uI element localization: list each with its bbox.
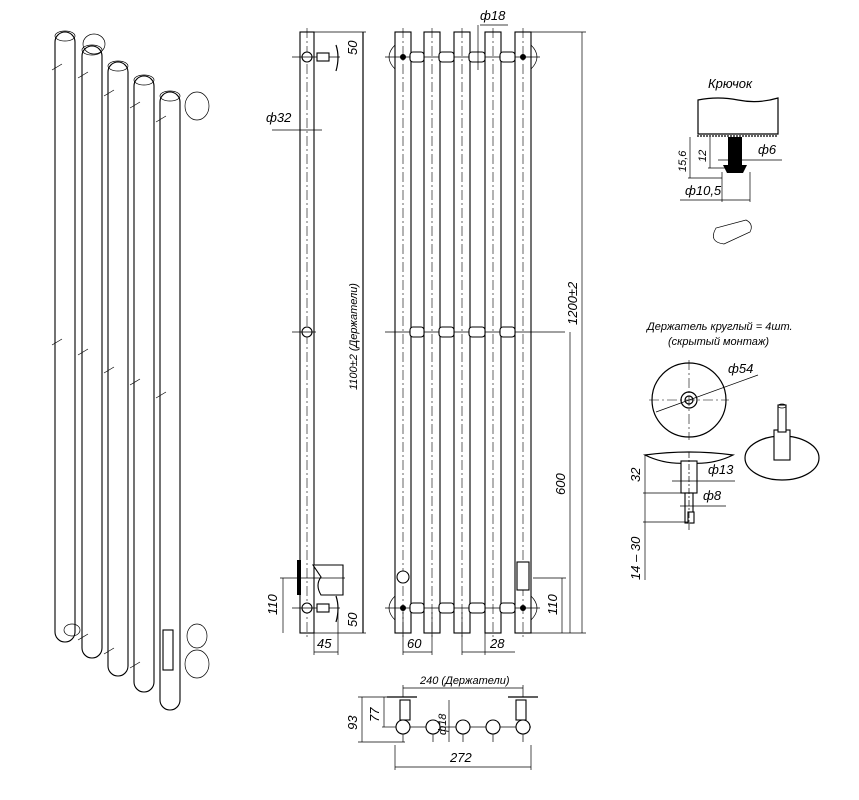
- hook-title: Крючок: [708, 76, 753, 91]
- holder-outer-dia: ф13: [708, 462, 734, 477]
- holder-inner-dia: ф8: [703, 488, 722, 503]
- holder-wall-range: 14 – 30: [628, 536, 643, 580]
- dim-front-height-bottom: 110: [545, 594, 560, 615]
- dim-side-pipe-dia: ф32: [266, 110, 292, 125]
- hook-shaft-dia: ф6: [758, 142, 777, 157]
- dim-top-holders-width: 240 (Держатели): [419, 675, 510, 687]
- isometric-view: [51, 30, 210, 711]
- top-view: 240 (Держатели) 93 77 ф18 272: [345, 675, 538, 770]
- dim-top-width-total: 272: [449, 750, 472, 765]
- hook-head-dia: ф10,5: [685, 183, 722, 198]
- dim-top-depth-total: 93: [345, 715, 360, 730]
- dim-side-top-offset: 50: [345, 40, 360, 55]
- hook-height-total: 15,6: [677, 150, 689, 172]
- holder-height: 32: [628, 467, 643, 482]
- dim-side-depth: 45: [317, 636, 332, 651]
- dim-top-depth-axis: 77: [367, 707, 382, 722]
- hook-height-shaft: 12: [697, 150, 709, 162]
- dim-front-height-total: 1200±2: [565, 281, 580, 325]
- holder-subtitle: (скрытый монтаж): [668, 336, 769, 348]
- dim-front-height-mid: 600: [553, 473, 568, 495]
- side-view: ф32 50 1100±2 (Держатели) 110 50 45: [265, 28, 366, 655]
- heating-element-connector: [162, 629, 174, 671]
- holder-title: Держатель круглый = 4шт.: [645, 321, 793, 333]
- front-view: ф18 1200±2 600 110 60 28: [385, 8, 586, 655]
- dim-front-spacing-edge: 60: [407, 636, 422, 651]
- dim-side-holders-span: 1100±2 (Держатели): [348, 283, 360, 390]
- holder-disc-dia: ф54: [728, 361, 753, 376]
- holder-detail: Держатель круглый = 4шт. (скрытый монтаж…: [628, 321, 820, 580]
- hook-detail: Крючок 15,6 12 ф6 ф10,5: [677, 76, 782, 245]
- dim-front-spacing-pipe: 28: [489, 636, 505, 651]
- dim-front-pipe-dia: ф18: [480, 8, 506, 23]
- dim-side-bottom-offset: 50: [345, 612, 360, 627]
- dim-side-bottom-height: 110: [265, 594, 280, 615]
- dim-top-pipe-dia: ф18: [437, 713, 449, 735]
